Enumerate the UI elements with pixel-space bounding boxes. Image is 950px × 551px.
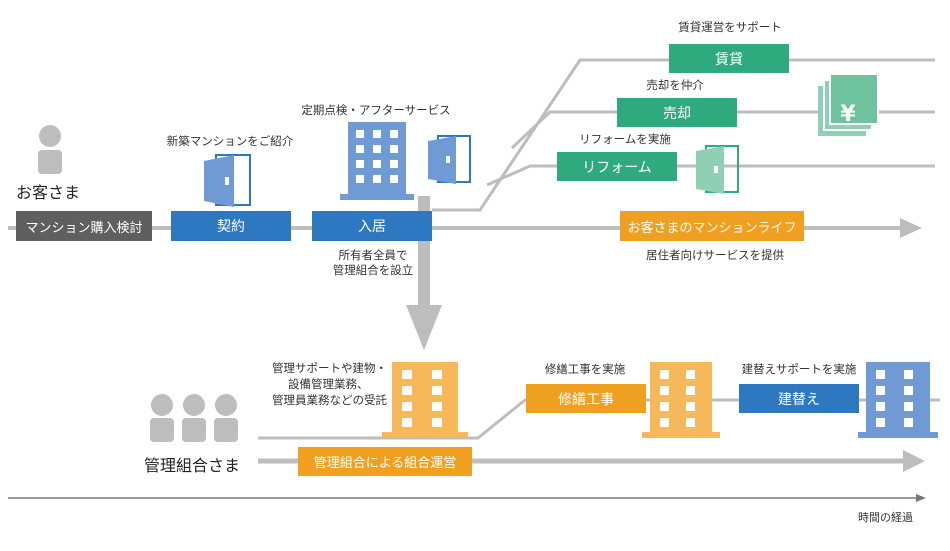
association-note-1: 管理サポートや建物・	[272, 361, 387, 375]
door-icon	[428, 135, 471, 184]
step-consider: マンション購入検討	[16, 211, 152, 241]
time-axis-label: 時間の経過	[858, 511, 913, 524]
rental-note: 賃貸運営をサポート	[678, 20, 782, 34]
life-note: 居住者向けサービスを提供	[646, 248, 784, 262]
repair: 修繕工事	[526, 384, 646, 413]
association-timeline-arrow	[903, 450, 925, 472]
association-note-3: 管理員業務などの受託	[272, 393, 387, 407]
sale-branch-line	[510, 110, 935, 150]
rebuild: 建替え	[739, 384, 859, 413]
movein-bottom-note-2: 管理組合を設立	[332, 263, 414, 277]
repair-note: 修繕工事を実施	[544, 362, 626, 376]
time-axis-arrow	[916, 494, 926, 502]
building-icon	[858, 362, 938, 438]
yen-symbol: ¥	[840, 101, 856, 127]
yen-note-icon	[818, 73, 879, 136]
door-icon	[204, 154, 251, 207]
rental-branch-line	[432, 58, 935, 212]
customer-timeline-arrow	[900, 218, 922, 238]
association-upper-line	[258, 398, 940, 440]
association-operation: 管理組合による組合運営	[298, 447, 472, 476]
association-title: 管理組合さま	[144, 456, 241, 475]
step-contract: 契約	[171, 211, 291, 241]
reform-note: リフォームを実施	[579, 132, 671, 146]
branch-reform: リフォーム	[557, 152, 677, 181]
movein-top-note: 定期点検・アフターサービス	[301, 103, 451, 117]
building-icon	[340, 122, 414, 200]
contract-note: 新築マンションをご紹介	[166, 134, 294, 148]
step-movein: 入居	[312, 211, 432, 241]
door-icon	[696, 145, 739, 194]
step-life: お客さまのマンションライフ	[620, 211, 804, 241]
branch-sale: 売却	[617, 98, 737, 127]
sale-note: 売却を仲介	[646, 78, 704, 92]
movein-bottom-note-1: 所有者全員で	[338, 248, 408, 262]
customer-person-icon	[38, 125, 62, 174]
rebuild-note: 建替えサポートを実施	[741, 362, 857, 376]
movein-down-arrow	[406, 305, 442, 350]
branch-rental: 賃貸	[669, 44, 789, 73]
association-note-2: 設備管理業務、	[288, 377, 369, 391]
building-icon	[382, 362, 468, 438]
customer-title: お客さま	[16, 183, 81, 202]
association-people-icon	[150, 394, 238, 442]
reform-branch-line	[486, 164, 935, 187]
building-icon	[642, 362, 720, 438]
